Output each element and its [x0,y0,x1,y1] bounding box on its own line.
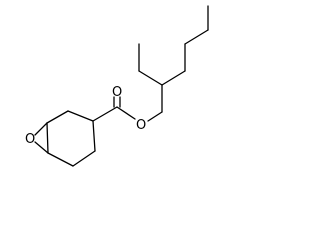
ester-bond [116,106,136,120]
carbonyl-oxygen-label: O [112,85,122,100]
chain-bond [184,29,209,45]
molecule-canvas: O O O [25,5,209,167]
ester-oxygen-label: O [136,118,146,133]
ethyl-bond [138,70,163,86]
ring-bond [47,152,74,167]
ring-bond [46,122,49,154]
epoxide-bond [34,122,48,136]
ring-bond [46,110,69,124]
structure-diagram: O O O [25,5,209,167]
ring-bond [92,120,96,152]
ring-to-carbonyl-bond [92,106,118,122]
ring-bond [67,110,94,122]
epoxide-oxygen-label: O [25,132,35,147]
chain-bond [161,70,186,86]
ester-alkyl-bond [147,111,163,122]
epoxide-bond [34,141,49,154]
ring-bond [72,150,96,167]
